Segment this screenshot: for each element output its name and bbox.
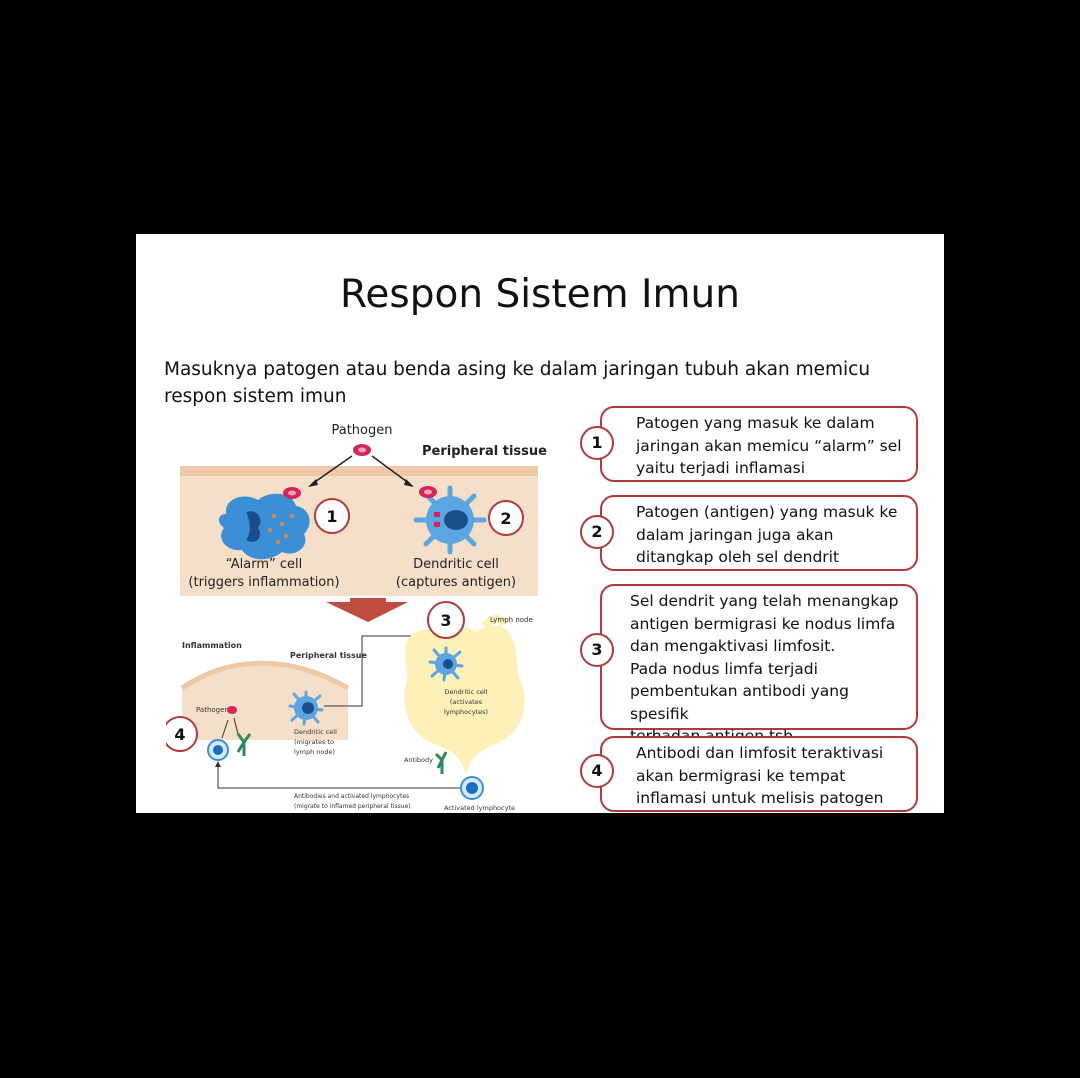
svg-text:4: 4 <box>174 725 185 744</box>
step-4-line2: akan bermigrasi ke tempat <box>636 766 846 785</box>
svg-text:1: 1 <box>326 507 337 526</box>
step-1-number: 1 <box>580 426 614 460</box>
dendritic-cell-label: Dendritic cell <box>413 557 499 572</box>
node-dendritic-cell-icon <box>428 646 464 682</box>
step-1-line1: Patogen yang masuk ke dalam <box>636 414 875 432</box>
step-4-line1: Antibodi dan limfosit teraktivasi <box>636 744 884 762</box>
dc-migrates-line2: (migrates to <box>294 738 334 746</box>
step-4-box: Antibodi dan limfosit teraktivasi akan b… <box>600 736 918 812</box>
inflammation-label: Inflammation <box>182 641 242 650</box>
step-4-line3: inflamasi untuk melisis patogen <box>636 789 884 807</box>
dc-migrates-line3: lymph node) <box>294 748 335 756</box>
antibodies-line1: Antibodies and activated lymphocytes <box>294 793 409 800</box>
badge-3 <box>427 601 465 639</box>
step-2-line2: dalam jaringan juga akan <box>636 525 834 544</box>
slide: Respon Sistem Imun Masuknya patogen atau… <box>136 234 944 813</box>
step-3-box: Sel dendrit yang telah menangkap antigen… <box>600 584 918 745</box>
step-3-number: 3 <box>580 633 614 667</box>
dendritic-cell-icon <box>413 485 487 555</box>
immune-diagram: Pathogen Peripheral tissue 1 <box>166 423 547 812</box>
step-3-line4: Pada nodus limfa terjadi <box>630 659 818 678</box>
step-3-line5: pembentukan antibodi yang spesifik <box>630 682 849 723</box>
down-arrow-icon <box>326 602 408 622</box>
svg-text:2: 2 <box>500 509 511 528</box>
dc-activates-line3: lymphocytes) <box>444 708 488 716</box>
step-2-line1: Patogen (antigen) yang masuk ke <box>636 503 898 521</box>
pathogen-small-label: Pathogen <box>196 706 229 714</box>
step-1-line3: yaitu terjadi inflamasi <box>636 459 806 477</box>
badge-2 <box>488 500 524 536</box>
activated-lymphocyte-label: Activated lymphocyte <box>444 804 515 812</box>
lymph-node-label: Lymph node <box>490 616 533 624</box>
step-2-box: Patogen (antigen) yang masuk ke dalam ja… <box>600 495 918 571</box>
pathogen-label: Pathogen <box>331 423 392 438</box>
dc-activates-line2: (activates <box>450 698 483 706</box>
step-1-box: Patogen yang masuk ke dalam jaringan aka… <box>600 406 918 482</box>
step-4-number: 4 <box>580 754 614 788</box>
small-dendritic-cell-icon <box>288 690 324 726</box>
peripheral-tissue-small-label: Peripheral tissue <box>290 651 367 660</box>
badge-1 <box>314 498 350 534</box>
alarm-cell-sublabel: (triggers inflammation) <box>188 575 339 590</box>
step-3-line3: dan mengaktivasi limfosit. <box>630 637 836 655</box>
svg-text:3: 3 <box>440 611 451 630</box>
dc-migrates-line1: Dendritic cell <box>294 728 337 736</box>
antibodies-line2: (migrate to inflamed peripheral tissue) <box>294 803 411 810</box>
dendritic-cell-sublabel: (captures antigen) <box>396 575 516 590</box>
inflamed-tissue <box>182 663 348 740</box>
step-1-line2: jaringan akan memicu “alarm” sel <box>636 436 902 455</box>
step-3-line1: Sel dendrit yang telah menangkap <box>630 592 899 610</box>
step-2-line3: ditangkap oleh sel dendrit <box>636 548 840 566</box>
badge-4 <box>166 716 198 752</box>
alarm-cell-icon <box>218 493 310 560</box>
step-2-number: 2 <box>580 515 614 549</box>
dc-activates-line1: Dendritic cell <box>445 688 488 696</box>
intro-text: Masuknya patogen atau benda asing ke dal… <box>164 359 871 407</box>
antibody-label: Antibody <box>404 756 433 764</box>
alarm-cell-label: “Alarm” cell <box>226 557 303 572</box>
peripheral-tissue-label: Peripheral tissue <box>422 444 547 459</box>
step-3-line2: antigen bermigrasi ke nodus limfa <box>630 614 896 633</box>
slide-title: Respon Sistem Imun <box>340 272 740 317</box>
